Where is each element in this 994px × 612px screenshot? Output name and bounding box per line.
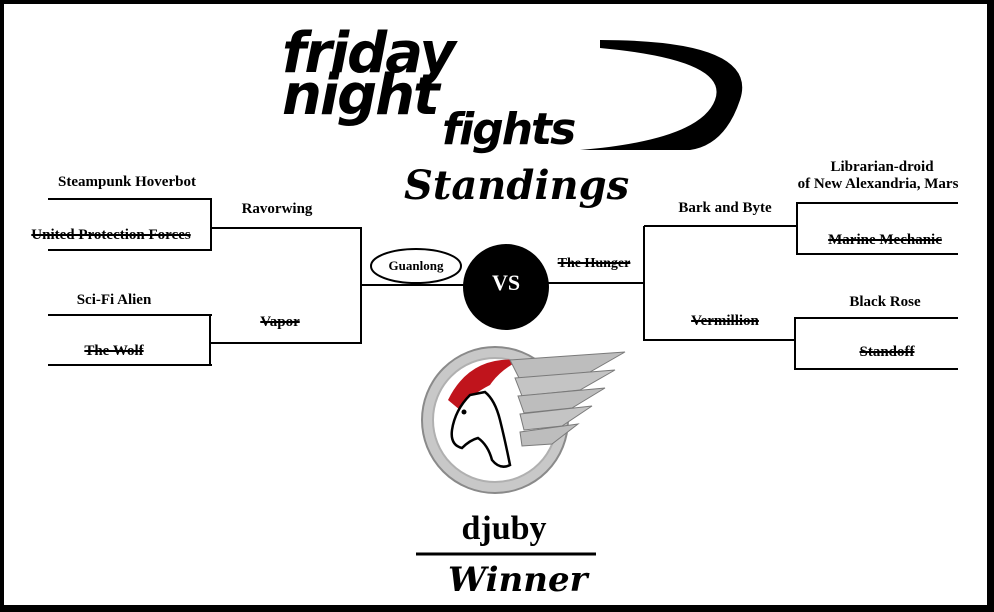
finalist-oval: [370, 248, 462, 284]
champion-name: djuby: [461, 510, 547, 547]
left-r1-entrant-1: Steampunk Hoverbot: [58, 174, 196, 190]
right-r1-entrant-4: Standoff: [859, 344, 915, 360]
versus-label: VS: [491, 270, 521, 295]
right-r1-entrant-3: Black Rose: [849, 294, 921, 310]
logo-swoosh: [580, 40, 743, 150]
right-r2-entrant-2: Vermillion: [691, 313, 759, 329]
page-heading: Standings: [404, 162, 630, 209]
left-r1-entrant-3: Sci-Fi Alien: [76, 292, 152, 308]
left-r1-entrant-2: United Protection Forces: [31, 227, 191, 243]
logo-line1: friday: [282, 21, 456, 86]
right-r1-entrant-2: Marine Mechanic: [828, 232, 942, 248]
logo-line3: fights: [442, 104, 576, 155]
left-r1-entrant-4: The Wolf: [84, 343, 144, 359]
left-r2-entrant-1: Ravorwing: [241, 201, 313, 217]
champion-caption: Winner: [448, 560, 588, 600]
pegasus-emblem-icon: [421, 346, 626, 494]
right-r1-entrant-1-line1: Librarian-droid: [830, 159, 934, 175]
left-r2-entrant-2: Vapor: [260, 314, 300, 330]
left-finalist: Guanlong: [388, 258, 444, 273]
right-finalist: The Hunger: [557, 256, 631, 271]
logo-line2: night: [282, 63, 440, 128]
right-r1-entrant-1-line2: of New Alexandria, Mars: [797, 176, 959, 192]
right-r2-entrant-1: Bark and Byte: [678, 200, 772, 216]
vs-circle: [463, 244, 549, 330]
